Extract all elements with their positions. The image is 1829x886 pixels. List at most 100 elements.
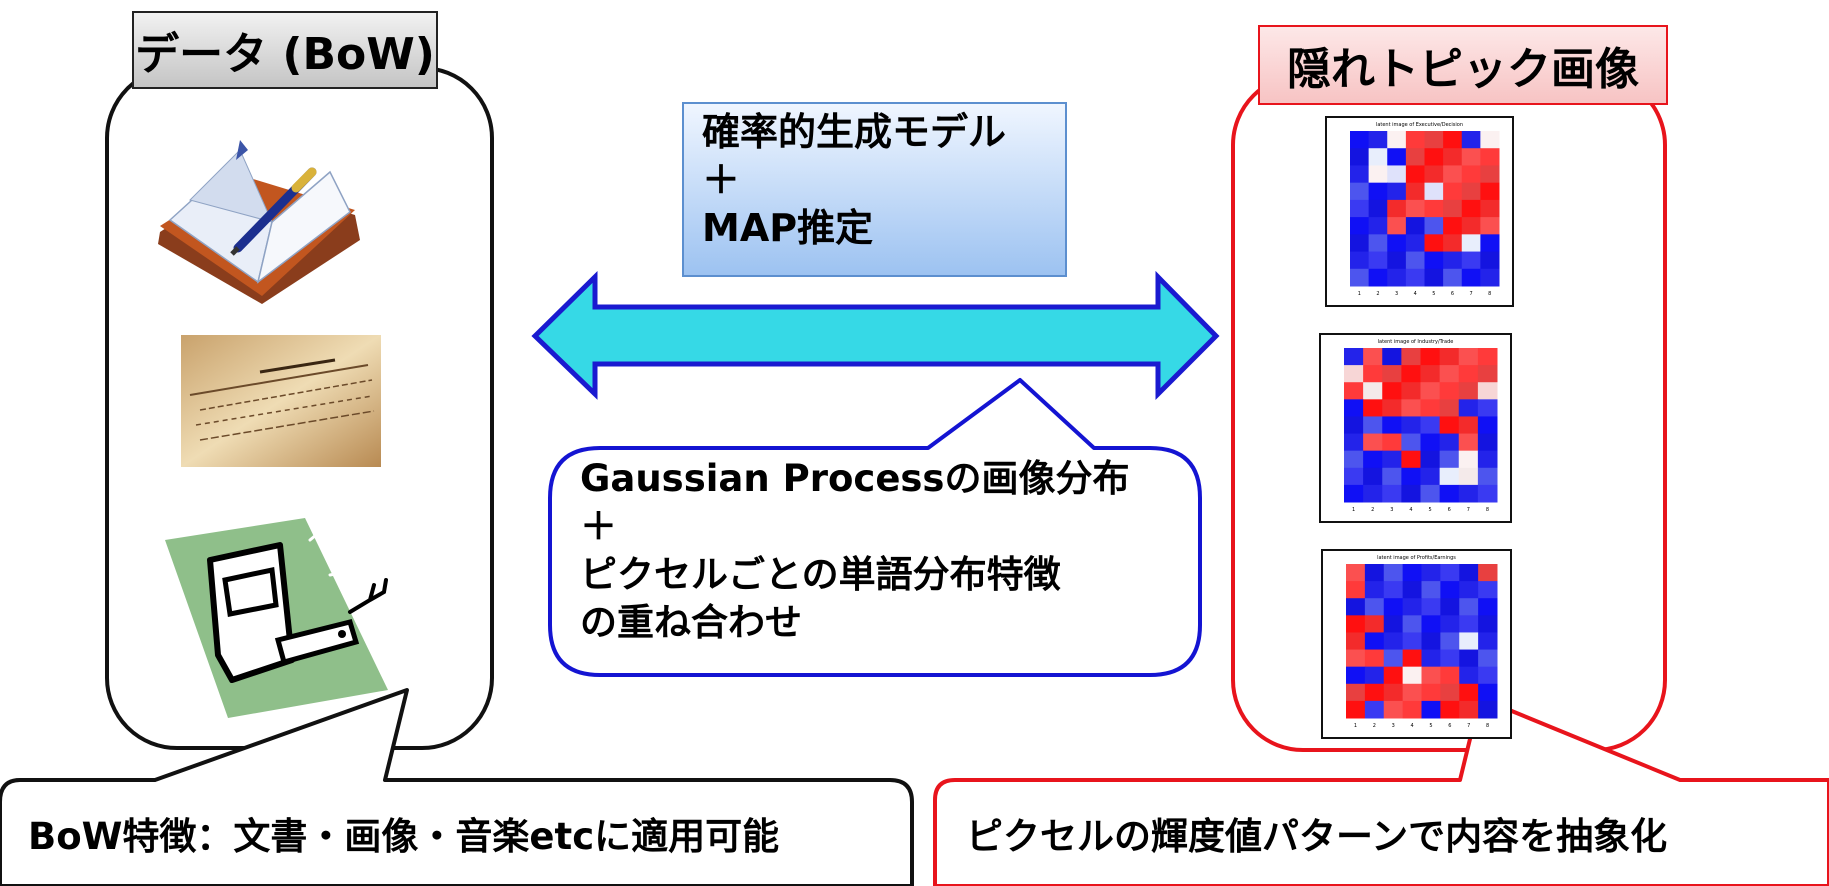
heatmap-cell bbox=[1401, 467, 1421, 486]
heatmap-cell bbox=[1458, 348, 1479, 366]
heatmap-cell bbox=[1439, 484, 1460, 503]
heatmap-x-tick: 8 bbox=[1486, 723, 1489, 729]
heatmap-title: latent image of Profits/Earnings bbox=[1377, 555, 1456, 561]
heatmap-cell bbox=[1440, 581, 1460, 599]
heatmap-cell bbox=[1439, 467, 1460, 486]
heatmap-cell bbox=[1477, 365, 1498, 383]
heatmap-cell bbox=[1350, 148, 1370, 166]
heatmap-cell bbox=[1368, 251, 1388, 270]
heatmap-x-tick: 6 bbox=[1448, 507, 1451, 513]
heatmap-cell bbox=[1350, 217, 1370, 235]
heatmap-cell bbox=[1480, 251, 1500, 270]
heatmap-cell bbox=[1443, 199, 1463, 218]
heatmap-cell bbox=[1459, 581, 1479, 599]
heatmap-cell bbox=[1477, 382, 1498, 400]
heatmap-x-tick: 7 bbox=[1467, 507, 1470, 513]
heatmap-cell bbox=[1443, 217, 1463, 235]
heatmap-cell bbox=[1461, 148, 1481, 166]
heatmap-x-tick: 1 bbox=[1358, 291, 1361, 297]
heatmap-cell bbox=[1461, 234, 1481, 253]
callout-frame bbox=[548, 378, 1202, 677]
heatmap-cell bbox=[1459, 632, 1479, 651]
heatmap-cell bbox=[1344, 416, 1364, 435]
heatmap-cell bbox=[1387, 251, 1407, 270]
heatmap-cell bbox=[1477, 399, 1498, 417]
heatmap-cell bbox=[1480, 131, 1500, 149]
heatmap-cell bbox=[1421, 564, 1441, 582]
heatmap-cell bbox=[1440, 700, 1460, 719]
callout-line-1: Gaussian Processの画像分布 bbox=[580, 457, 1130, 500]
heatmap-cell bbox=[1387, 268, 1407, 287]
heatmap-cell bbox=[1443, 131, 1463, 149]
heatmap-title: latent image of Industry/Trade bbox=[1378, 339, 1454, 345]
heatmap-x-tick: 4 bbox=[1414, 291, 1417, 297]
right-caption-frame bbox=[933, 696, 1829, 886]
heatmap-cell bbox=[1439, 433, 1460, 452]
heatmap-cell bbox=[1424, 234, 1444, 253]
heatmap-cell bbox=[1346, 666, 1366, 685]
heatmap-cell bbox=[1387, 148, 1407, 166]
heatmap-cell bbox=[1477, 450, 1498, 469]
heatmap-cell bbox=[1440, 598, 1460, 616]
heatmap-cell bbox=[1382, 399, 1402, 417]
heatmap-cell bbox=[1387, 131, 1407, 149]
heatmap-cell bbox=[1478, 649, 1498, 668]
heatmap-cell bbox=[1382, 382, 1402, 400]
heatmap-cell bbox=[1478, 632, 1498, 651]
heatmap-cell bbox=[1364, 649, 1385, 668]
heatmap-cell bbox=[1443, 268, 1463, 287]
heatmap-cell bbox=[1344, 365, 1364, 383]
heatmap-cell bbox=[1401, 433, 1421, 452]
double-arrow-icon bbox=[531, 270, 1220, 401]
heatmap-cell bbox=[1387, 199, 1407, 218]
heatmap-cell bbox=[1477, 467, 1498, 486]
heatmap-cell bbox=[1420, 433, 1441, 452]
heatmap-cell bbox=[1424, 217, 1444, 235]
heatmap-x-tick: 2 bbox=[1371, 507, 1374, 513]
heatmap-x-tick: 3 bbox=[1392, 723, 1395, 729]
heatmap-cell bbox=[1383, 598, 1404, 616]
heatmap-cell bbox=[1405, 148, 1425, 166]
heatmap-cell bbox=[1440, 564, 1460, 582]
heatmap-cell bbox=[1401, 348, 1421, 366]
heatmap-cell bbox=[1458, 467, 1479, 486]
heatmap-cell bbox=[1368, 165, 1388, 184]
heatmap-cell bbox=[1401, 416, 1421, 435]
heatmap-cell bbox=[1424, 182, 1444, 201]
heatmap-cell bbox=[1346, 581, 1366, 599]
heatmap-x-tick: 7 bbox=[1467, 723, 1470, 729]
heatmap-cell bbox=[1443, 251, 1463, 270]
heatmap-x-tick: 2 bbox=[1373, 723, 1376, 729]
heatmap-cell bbox=[1424, 148, 1444, 166]
heatmap-cell bbox=[1443, 182, 1463, 201]
heatmap-cell bbox=[1402, 666, 1422, 685]
heatmap-cell bbox=[1420, 416, 1441, 435]
heatmap-cell bbox=[1477, 433, 1498, 452]
heatmap-cell bbox=[1344, 348, 1364, 366]
heatmap-cell bbox=[1383, 683, 1404, 702]
heatmap-cell bbox=[1364, 666, 1385, 685]
heatmap-cell bbox=[1383, 564, 1404, 582]
heatmap-cell bbox=[1458, 399, 1479, 417]
heatmap-cell bbox=[1461, 251, 1481, 270]
heatmap-cell bbox=[1420, 450, 1441, 469]
heatmap-cell bbox=[1458, 450, 1479, 469]
heatmap-cell bbox=[1480, 165, 1500, 184]
heatmap-cell bbox=[1477, 416, 1498, 435]
heatmap-cell bbox=[1364, 700, 1385, 719]
heatmap-cell bbox=[1480, 268, 1500, 287]
heatmap-cell bbox=[1459, 564, 1479, 582]
heatmap-cell bbox=[1344, 450, 1364, 469]
heatmap-cell bbox=[1420, 467, 1441, 486]
heatmap-cell bbox=[1344, 484, 1364, 503]
heatmap-cell bbox=[1368, 148, 1388, 166]
heatmap-cell bbox=[1383, 700, 1404, 719]
heatmap-cell bbox=[1405, 131, 1425, 149]
heatmap-title: latent image of Executive/Decision bbox=[1376, 122, 1463, 128]
heatmap-cell bbox=[1363, 467, 1383, 486]
heatmap-cell bbox=[1461, 217, 1481, 235]
heatmap-cell bbox=[1368, 234, 1388, 253]
heatmap-cell bbox=[1402, 632, 1422, 651]
heatmap-cell bbox=[1440, 649, 1460, 668]
